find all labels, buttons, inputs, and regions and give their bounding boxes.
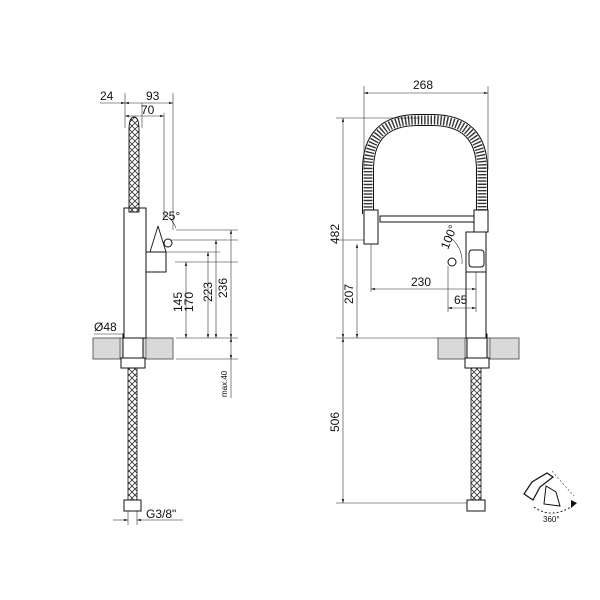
tap-column xyxy=(123,207,147,339)
fixing-nut xyxy=(464,357,490,369)
dimension-236: 236 xyxy=(216,278,230,298)
lever-arm xyxy=(157,225,167,253)
lever-arm xyxy=(149,225,159,253)
rotation-guide xyxy=(551,470,575,497)
spring-coil xyxy=(363,115,487,232)
spring-spout xyxy=(128,116,140,213)
lever-body xyxy=(145,251,167,273)
dimension-223: 223 xyxy=(201,282,215,302)
dimension-506: 506 xyxy=(328,412,342,432)
dimension-170: 170 xyxy=(182,292,196,312)
lever-angle: 100° xyxy=(438,223,460,251)
rotation-arc xyxy=(533,504,575,514)
lever-angle: 25° xyxy=(162,209,180,223)
rotation-icon: 360° xyxy=(523,470,577,524)
dimension-connection: G3/8" xyxy=(146,507,176,521)
side-view: 24 93 70 25° 145 170 223 236 max.40 Ø48 … xyxy=(92,89,238,525)
dimension-230: 230 xyxy=(411,275,431,289)
dimension-207: 207 xyxy=(342,284,356,304)
rotation-arrow-head xyxy=(571,500,577,508)
spring-arch-fill xyxy=(363,115,487,232)
spout-joint xyxy=(473,209,489,233)
lever-knob xyxy=(163,238,173,248)
lever-handle xyxy=(468,249,485,268)
hose-fitting xyxy=(466,499,486,512)
lever-angle-arc xyxy=(162,213,177,229)
dimension-145: 145 xyxy=(171,292,185,312)
rotation-faucet-outline xyxy=(523,472,555,501)
spout-arm xyxy=(379,215,475,223)
dimension-482: 482 xyxy=(328,224,342,244)
dimension-24: 24 xyxy=(100,89,114,103)
spring-arch-outline xyxy=(362,114,488,232)
front-view: 268 482 207 506 230 65 100° xyxy=(328,78,520,512)
fixing-nut xyxy=(120,357,146,369)
rotation-base xyxy=(543,485,561,507)
dimension-65: 65 xyxy=(454,293,468,307)
spray-head xyxy=(363,209,379,245)
supply-hose xyxy=(470,367,482,503)
hose-fitting xyxy=(123,499,142,512)
dimension-268: 268 xyxy=(413,78,433,92)
dimension-70: 70 xyxy=(141,103,155,117)
lever-knob xyxy=(447,257,457,267)
rotation-label: 360° xyxy=(543,515,560,524)
lever-angle-arc xyxy=(447,235,463,265)
supply-hose xyxy=(127,367,138,503)
dimension-93: 93 xyxy=(146,89,160,103)
dimension-diameter: Ø48 xyxy=(94,320,117,334)
dimension-max40: max.40 xyxy=(220,370,229,397)
